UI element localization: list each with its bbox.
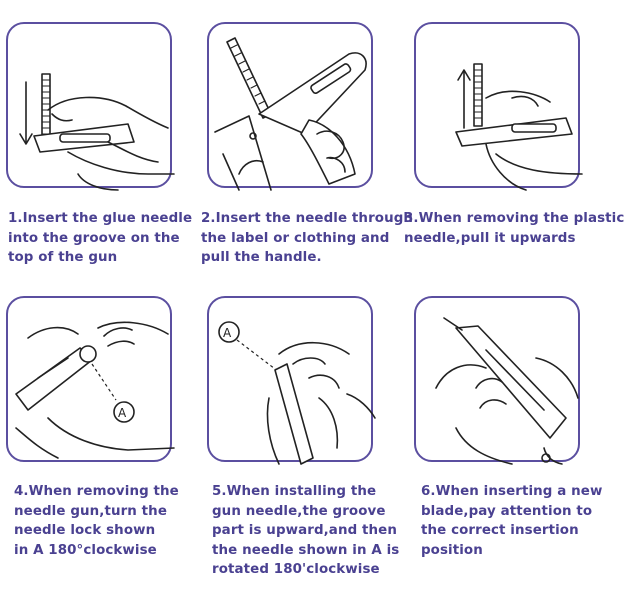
step-2-illustration (207, 22, 373, 191)
tag-gun-insert-needle-drawing (19, 73, 175, 191)
step-1-caption: 1.Insert the glue needle into the groove… (8, 209, 192, 268)
step-1-line-3: top of the gun (8, 250, 118, 265)
step-1-line-2: into the groove on the (8, 230, 180, 246)
step-6-caption: 6.When inserting a new blade,pay attenti… (421, 482, 602, 560)
step-4-line-4: in A 180°clockwise (14, 542, 157, 558)
needle-lock-rotate-drawing: A (15, 321, 175, 459)
step-6-line-2: blade,pay attention to (421, 503, 593, 519)
step-6-line-4: position (421, 542, 483, 558)
step-5-line-5: rotated 180'clockwise (212, 562, 380, 577)
step-5-line-3: part is upward,and then (212, 523, 397, 538)
callout-a-label: A (118, 406, 127, 420)
step-1-line-1: 1.Insert the glue needle (8, 211, 193, 226)
step-2-line-1: 2.Insert the needle through (201, 211, 414, 226)
step-6-illustration (414, 296, 580, 465)
callout-a-circle (113, 401, 135, 423)
step-3-illustration (414, 22, 583, 191)
step-5-illustration: A (207, 296, 376, 465)
tag-gun-through-label-drawing (214, 37, 367, 191)
install-gun-needle-drawing: A (218, 321, 376, 465)
step-3-caption: 3.When removing the plastic needle,pull … (404, 209, 624, 248)
step-6-line-3: the correct insertion (421, 523, 579, 538)
step-5-line-2: gun needle,the groove (212, 503, 386, 519)
step-5-caption: 5.When installing the gun needle,the gro… (212, 482, 399, 580)
step-2-line-2: the label or clothing and (201, 230, 390, 246)
step-4-caption: 4.When removing the needle gun,turn the … (14, 482, 179, 560)
step-2-line-3: pull the handle. (201, 250, 322, 265)
callout-a-circle (218, 321, 240, 343)
step-3-line-2: needle,pull it upwards (404, 230, 576, 246)
insert-new-blade-drawing (435, 317, 579, 465)
step-6-line-1: 6.When inserting a new (421, 484, 603, 499)
step-4-line-3: needle lock shown (14, 523, 156, 538)
step-3-line-1: 3.When removing the plastic (404, 211, 624, 226)
step-4-illustration: A (6, 296, 175, 462)
step-4-line-2: needle gun,turn the (14, 503, 168, 519)
step-2-caption: 2.Insert the needle through the label or… (201, 209, 413, 268)
callout-a-label: A (223, 326, 232, 340)
step-5-line-1: 5.When installing the (212, 484, 377, 499)
step-4-line-1: 4.When removing the (14, 484, 179, 499)
step-1-illustration (6, 22, 175, 191)
step-5-line-4: the needle shown in A is (212, 542, 400, 558)
tag-gun-remove-needle-drawing (455, 63, 583, 191)
